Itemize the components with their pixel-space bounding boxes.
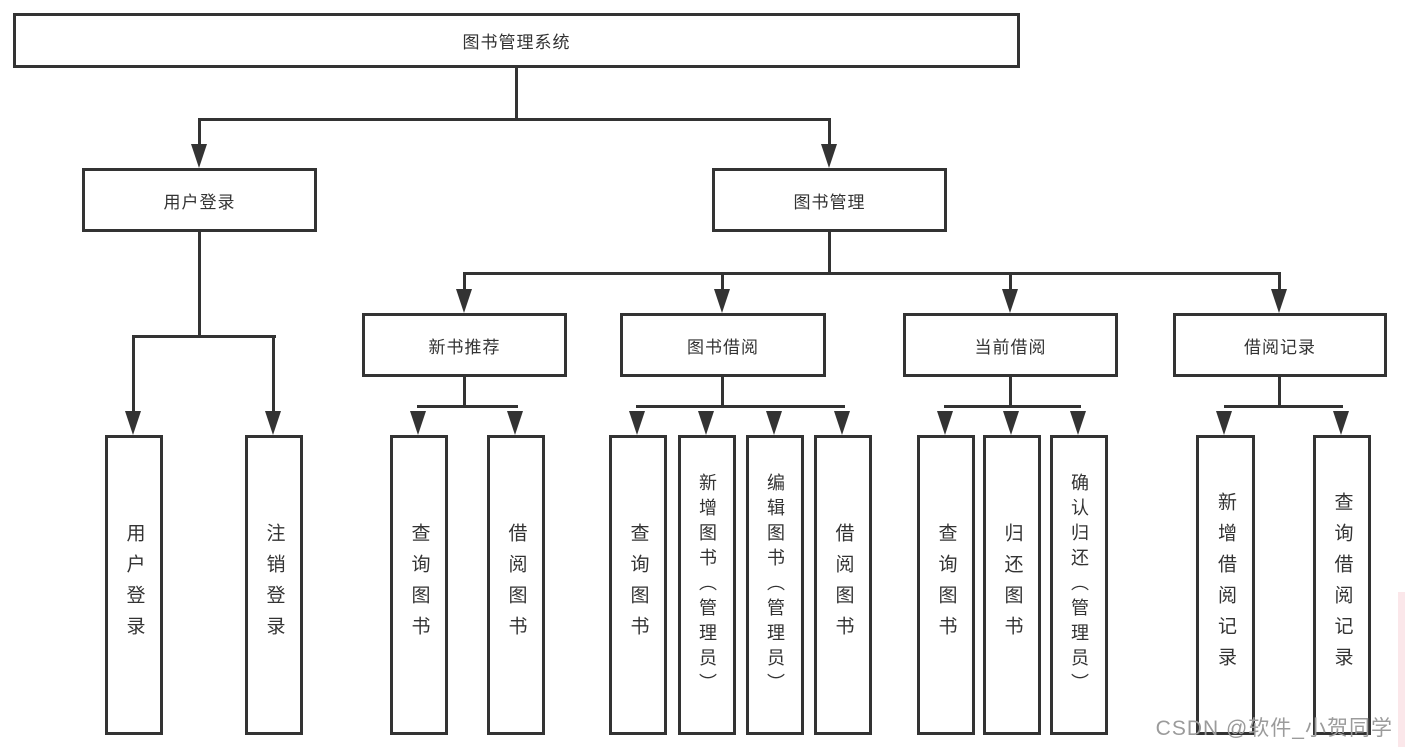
node-label: 新增图书（管理员） <box>697 472 717 698</box>
connector-line <box>1278 377 1281 408</box>
node-borrowing-records: 借阅记录 <box>1173 313 1387 377</box>
node-label: 借阅图书 <box>505 523 527 647</box>
csdn-watermark: CSDN @软件_小贺同学 <box>1155 717 1393 740</box>
node-label: 查询图书 <box>935 523 957 647</box>
leaf-confirm-return-admin: 确认归还（管理员） <box>1050 435 1108 735</box>
leaf-query-borrow-record: 查询借阅记录 <box>1313 435 1371 735</box>
node-label: 确认归还（管理员） <box>1069 472 1089 698</box>
arrowhead-icon <box>821 144 837 168</box>
node-label: 注销登录 <box>263 523 285 647</box>
node-book-borrowing: 图书借阅 <box>620 313 826 377</box>
arrowhead-icon <box>1070 411 1086 435</box>
leaf-query-books-borrowing: 查询图书 <box>609 435 667 735</box>
node-label: 图书借阅 <box>687 337 759 357</box>
leaf-borrow-books-recommend: 借阅图书 <box>487 435 545 735</box>
connector-line <box>198 118 831 121</box>
connector-line <box>721 377 724 408</box>
connector-line <box>1224 405 1343 408</box>
leaf-add-borrow-record: 新增借阅记录 <box>1196 435 1255 735</box>
leaf-edit-books-admin: 编辑图书（管理员） <box>746 435 804 735</box>
node-current-borrowing: 当前借阅 <box>903 313 1118 377</box>
connector-line <box>417 405 518 408</box>
node-label: 用户登录 <box>163 192 236 212</box>
connector-line <box>636 405 845 408</box>
node-label: 借阅记录 <box>1244 337 1316 357</box>
arrowhead-icon <box>766 411 782 435</box>
connector-line <box>463 272 466 291</box>
page-edge-tint <box>1398 592 1405 747</box>
leaf-query-books-recommend: 查询图书 <box>390 435 448 735</box>
node-new-book-recommend: 新书推荐 <box>362 313 567 377</box>
connector-line <box>272 335 275 412</box>
node-label: 图书管理 <box>793 192 866 212</box>
arrowhead-icon <box>1003 411 1019 435</box>
connector-line <box>463 377 466 408</box>
node-label: 编辑图书（管理员） <box>765 472 785 698</box>
connector-line <box>198 118 201 146</box>
arrowhead-icon <box>125 411 141 435</box>
node-user-login-module: 用户登录 <box>82 168 317 232</box>
arrowhead-icon <box>410 411 426 435</box>
leaf-add-books-admin: 新增图书（管理员） <box>678 435 736 735</box>
connector-line <box>944 405 1081 408</box>
connector-line <box>515 68 518 120</box>
connector-line <box>132 335 276 338</box>
node-label: 借阅图书 <box>832 523 854 647</box>
arrowhead-icon <box>1271 289 1287 313</box>
node-label: 新书推荐 <box>428 337 501 357</box>
connector-line <box>132 335 135 412</box>
connector-line <box>721 272 724 291</box>
connector-line <box>1009 272 1012 291</box>
arrowhead-icon <box>698 411 714 435</box>
arrowhead-icon <box>714 289 730 313</box>
connector-line <box>198 232 201 338</box>
leaf-return-books: 归还图书 <box>983 435 1041 735</box>
arrowhead-icon <box>1333 411 1349 435</box>
connector-line <box>828 232 831 275</box>
node-label: 查询图书 <box>627 523 649 647</box>
arrowhead-icon <box>507 411 523 435</box>
node-label: 归还图书 <box>1001 523 1023 647</box>
arrowhead-icon <box>937 411 953 435</box>
node-label: 查询借阅记录 <box>1331 492 1353 678</box>
node-book-management: 图书管理 <box>712 168 947 232</box>
node-label: 当前借阅 <box>974 337 1047 357</box>
arrowhead-icon <box>191 144 207 168</box>
node-label: 用户登录 <box>123 523 145 647</box>
arrowhead-icon <box>1216 411 1232 435</box>
leaf-query-books-current: 查询图书 <box>917 435 975 735</box>
arrowhead-icon <box>265 411 281 435</box>
connector-line <box>828 118 831 146</box>
node-label: 查询图书 <box>408 523 430 647</box>
leaf-logout: 注销登录 <box>245 435 303 735</box>
arrowhead-icon <box>456 289 472 313</box>
leaf-borrow-books-borrowing: 借阅图书 <box>814 435 872 735</box>
connector-line <box>463 272 1280 275</box>
node-library-system: 图书管理系统 <box>13 13 1020 68</box>
leaf-user-login: 用户登录 <box>105 435 163 735</box>
node-label: 新增借阅记录 <box>1215 492 1236 678</box>
arrowhead-icon <box>629 411 645 435</box>
connector-line <box>1009 377 1012 408</box>
connector-line <box>1278 272 1281 291</box>
arrowhead-icon <box>834 411 850 435</box>
arrowhead-icon <box>1002 289 1018 313</box>
node-label: 图书管理系统 <box>462 33 571 52</box>
